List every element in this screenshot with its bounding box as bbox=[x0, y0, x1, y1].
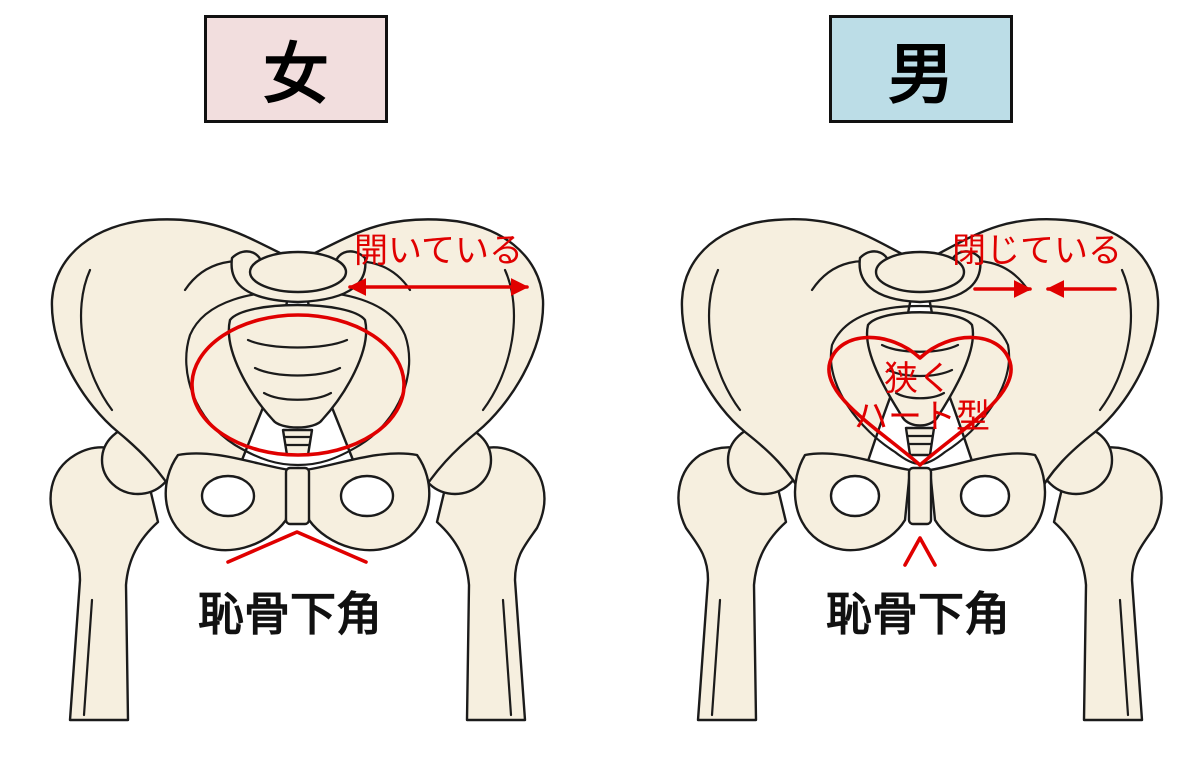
female-angle-label: 恥骨下角 bbox=[198, 587, 382, 641]
male-subpubic-angle-mark bbox=[903, 536, 937, 567]
male-angle-label: 恥骨下角 bbox=[826, 587, 1010, 641]
female-pelvis bbox=[49, 218, 546, 722]
male-title: 男 bbox=[888, 36, 954, 113]
male-inlet-note-1: 狭く bbox=[884, 359, 952, 399]
male-heart-inlet bbox=[827, 335, 1013, 467]
female-width-note: 開いている bbox=[354, 231, 523, 271]
male-inlet-note-2: ハート型 bbox=[854, 397, 990, 437]
female-inlet-circle bbox=[190, 313, 406, 457]
male-pelvis bbox=[677, 217, 1163, 722]
male-width-note: 閉じている bbox=[952, 231, 1122, 271]
female-title: 女 bbox=[263, 36, 329, 113]
female-title-box: 女 bbox=[204, 15, 388, 123]
female-subpubic-angle-mark bbox=[226, 530, 368, 564]
male-title-box: 男 bbox=[829, 15, 1013, 123]
